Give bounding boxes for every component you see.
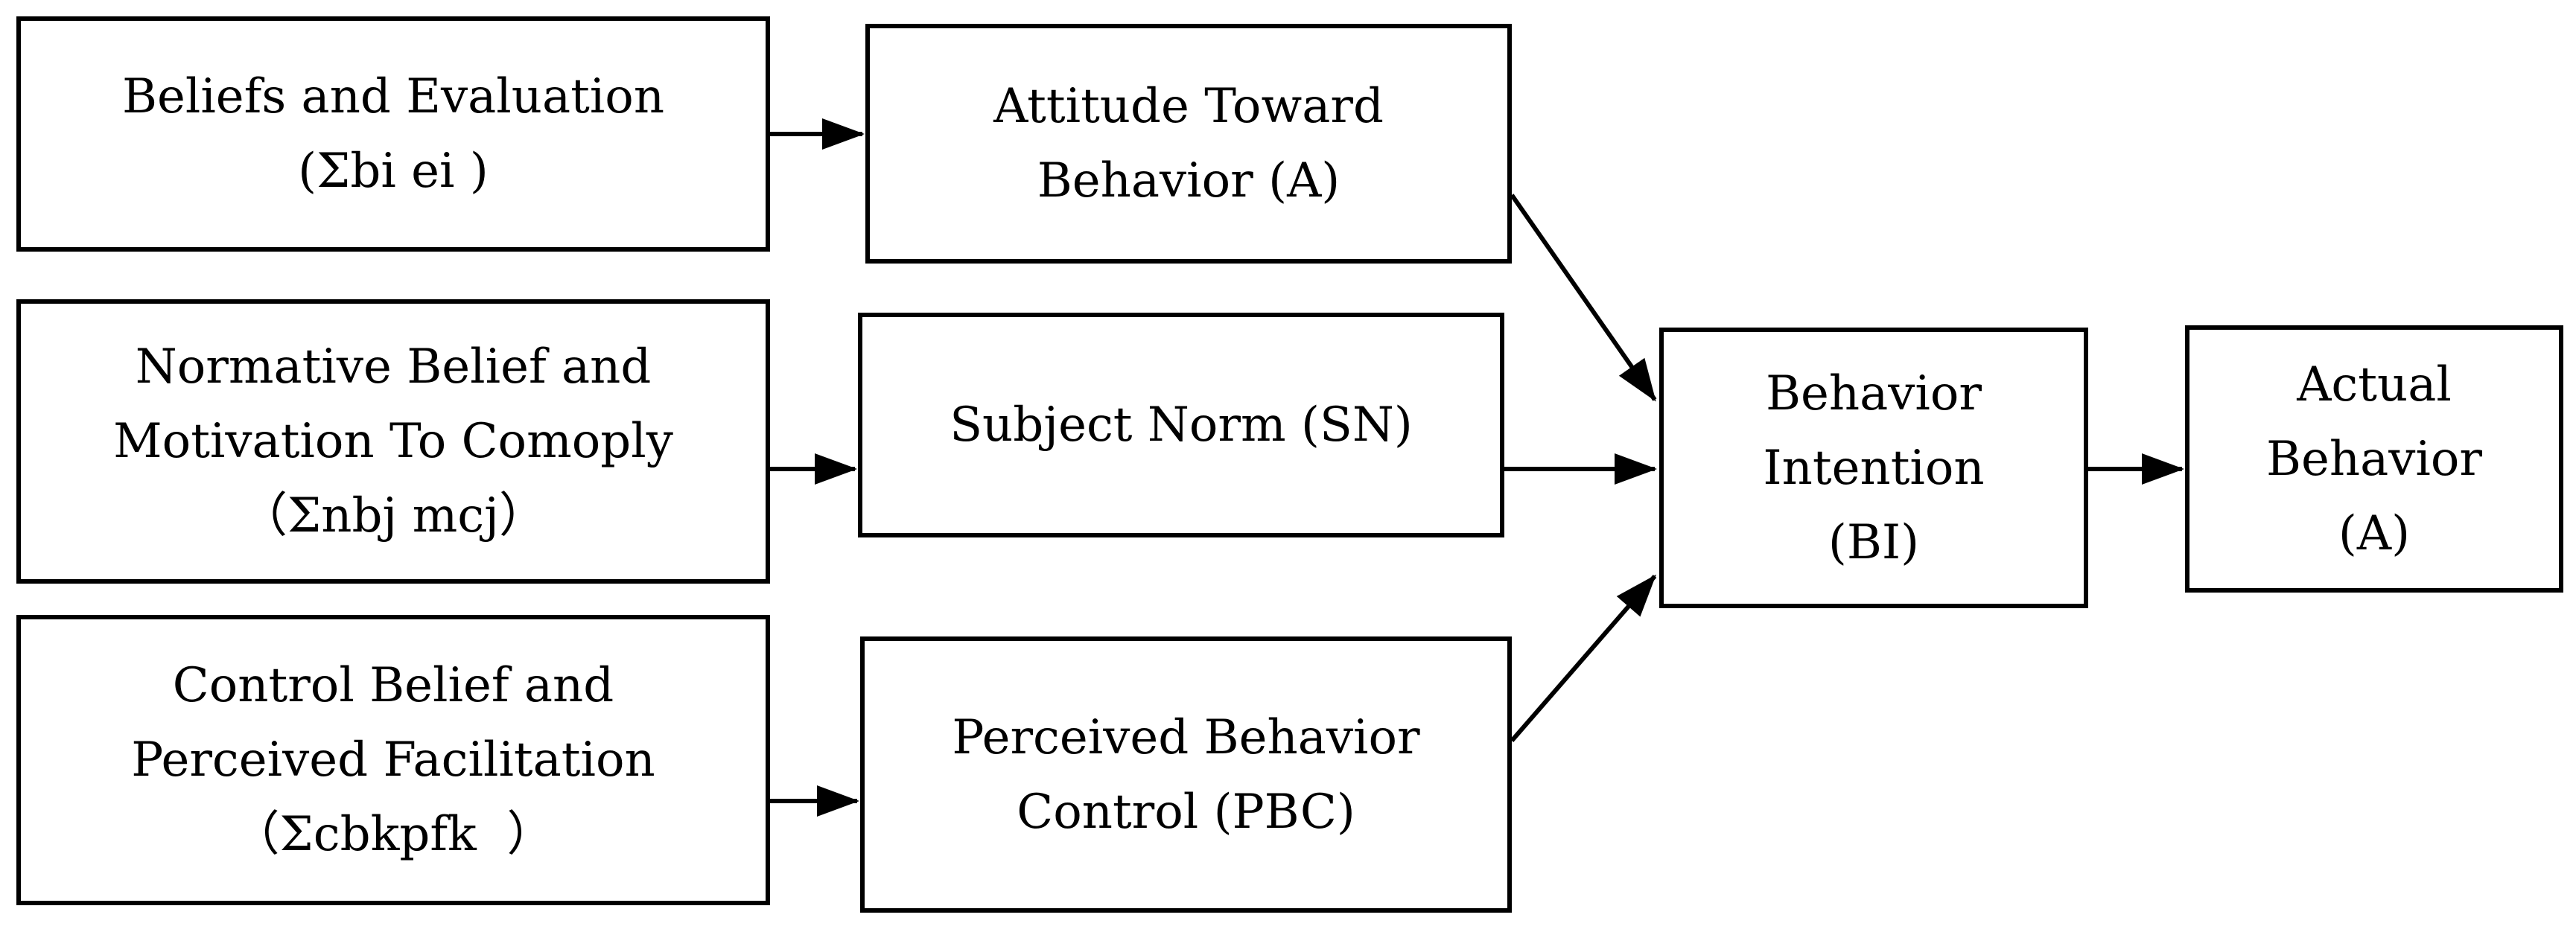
box-label-line: Attitude Toward	[993, 79, 1384, 134]
box-label-line: Motivation To Comoply	[113, 414, 673, 469]
box-label-line: Control Belief and	[172, 658, 614, 713]
box-label-line: Subject Norm (SN)	[950, 398, 1413, 453]
box-label-line: Actual	[2297, 357, 2452, 412]
box-label-line: Behavior	[1765, 366, 1982, 421]
box-label-line: Behavior (A)	[1037, 153, 1341, 208]
behavior-intention-box: Behavior Intention (BI)	[1659, 328, 2088, 608]
arrow-pbc-to-intention	[1510, 574, 1657, 742]
attitude-toward-behavior-box: Attitude Toward Behavior (A)	[865, 24, 1512, 264]
box-label-line: (Σbi ei )	[298, 144, 489, 199]
box-label-line: (A)	[2338, 505, 2411, 561]
beliefs-evaluation-box: Beliefs and Evaluation (Σbi ei )	[16, 16, 770, 252]
box-label-line: Normative Belief and	[135, 339, 652, 395]
box-label-line: Beliefs and Evaluation	[121, 69, 665, 124]
perceived-behavior-control-box: Perceived Behavior Control (PBC)	[860, 636, 1512, 913]
subject-norm-box: Subject Norm (SN)	[858, 313, 1504, 537]
box-label-line: （Σcbkpfk ）	[232, 807, 555, 862]
normative-belief-box: Normative Belief and Motivation To Comop…	[16, 299, 770, 584]
arrow-attitude-to-intention	[1510, 194, 1657, 402]
box-label-line: Intention	[1763, 440, 1985, 496]
box-label-line: Perceived Facilitation	[131, 733, 655, 788]
box-label-line: Perceived Behavior	[952, 709, 1420, 765]
box-label-line: (BI)	[1828, 514, 1920, 570]
control-belief-box: Control Belief and Perceived Facilitatio…	[16, 615, 770, 905]
actual-behavior-box: Actual Behavior (A)	[2185, 325, 2563, 593]
box-label-line: （Σnbj mcj）	[240, 488, 547, 543]
box-label-line: Control (PBC)	[1017, 784, 1355, 840]
box-label-line: Behavior	[2265, 431, 2483, 487]
